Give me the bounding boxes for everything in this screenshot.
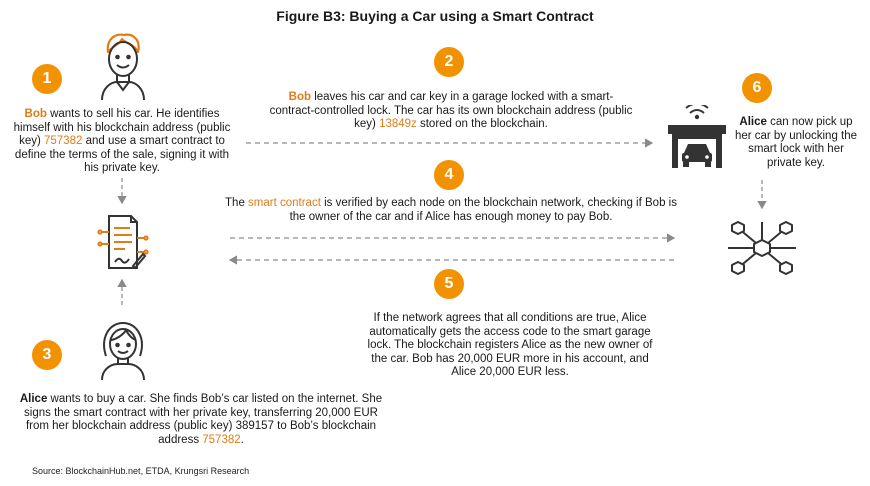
step-6-badge: 6 [742, 73, 772, 103]
step-3-key: 757382 [202, 433, 241, 446]
figure-title: Figure B3: Buying a Car using a Smart Co… [276, 8, 594, 24]
contract-icon [97, 215, 149, 270]
source-note: Source: BlockchainHub.net, ETDA, Krungsr… [32, 466, 250, 476]
step-5-text: If the network agrees that all condition… [367, 312, 653, 378]
step-3-badge: 3 [32, 340, 62, 370]
step-5-badge: 5 [434, 269, 464, 299]
step-6-name: Alice [739, 116, 767, 128]
step-2-badge: 2 [434, 47, 464, 77]
step-1-name: Bob [24, 108, 47, 120]
step-4-text: The smart contract is verified by each n… [225, 197, 677, 223]
step-1-badge: 1 [32, 64, 62, 94]
step-4-badge: 4 [434, 160, 464, 190]
step-2-text: Bob leaves his car and car key in a gara… [269, 91, 633, 130]
network-icon [728, 221, 796, 275]
bob-icon [101, 33, 145, 101]
step-2-key: 13849z [379, 118, 417, 130]
step-1-text: Bob wants to sell his car. He identifies… [13, 108, 231, 174]
alice-icon [101, 321, 145, 381]
step-4-term: smart contract [248, 197, 321, 209]
step-3-text: Alice wants to buy a car. She finds Bob’… [19, 393, 383, 446]
step-2-name: Bob [288, 91, 311, 103]
step-1-key: 757382 [44, 135, 83, 147]
step-3-name: Alice [19, 393, 48, 405]
step-6-text: Alice can now pick up her car by unlocki… [734, 116, 858, 169]
garage-icon [668, 105, 726, 168]
